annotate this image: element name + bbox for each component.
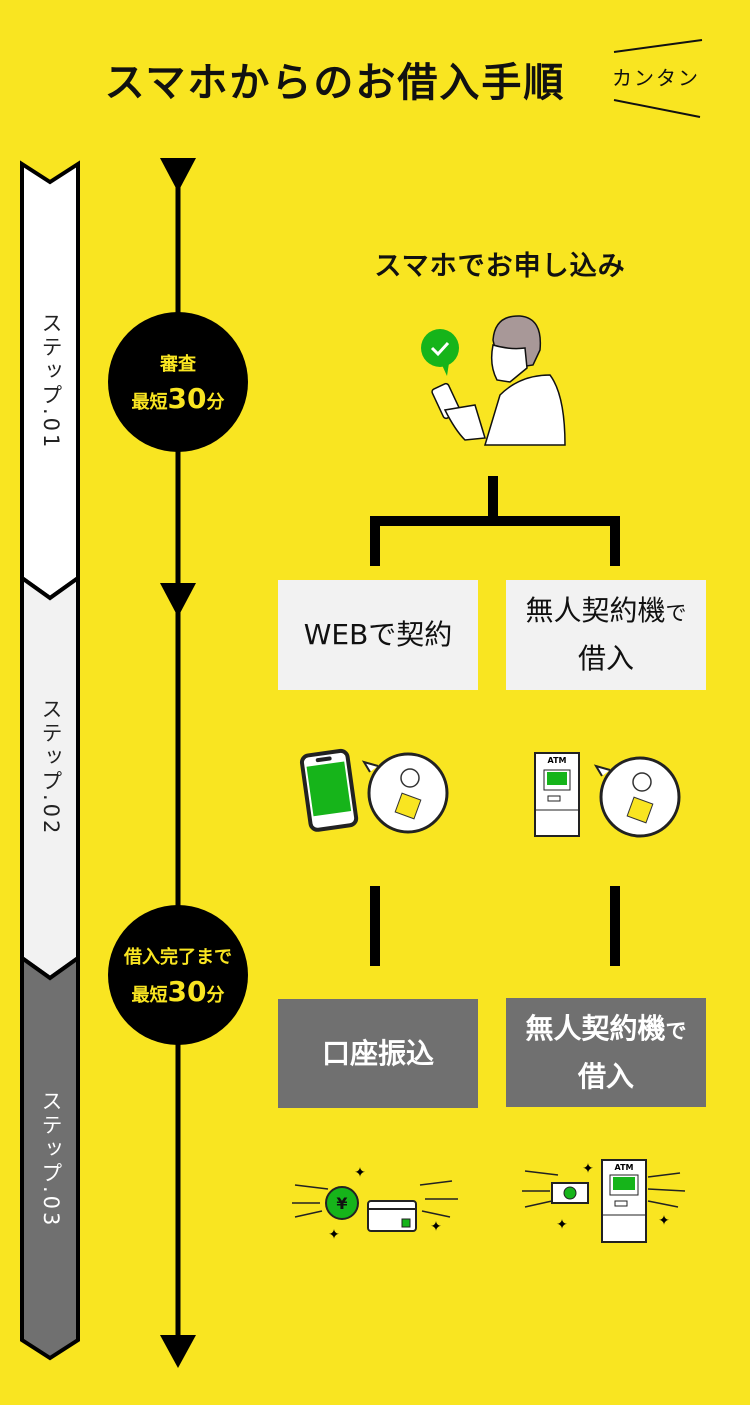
arrow-down-icon xyxy=(160,158,196,192)
branch-connector xyxy=(610,516,620,566)
sparkle-icon: ✦ xyxy=(430,1219,442,1235)
completion-time-badge: 借入完了まで 最短30分 xyxy=(108,905,248,1045)
smartphone-icon xyxy=(299,748,359,832)
atm-icon: ATM xyxy=(601,1159,647,1243)
arrow-down-icon xyxy=(160,583,196,617)
yen-symbol: ¥ xyxy=(336,1194,347,1213)
step-ribbon xyxy=(20,160,80,1361)
atm-label: ATM xyxy=(548,756,567,765)
step-1-label: ステップ.01 xyxy=(39,312,63,451)
machine-contract-box: 無人契約機で 借入 xyxy=(506,580,706,690)
machine-label: 無人契約機 xyxy=(525,594,666,627)
atm-cash-illustration: ATM ✦ ✦ ✦ xyxy=(522,1159,686,1243)
connector-bar xyxy=(610,886,620,966)
bank-transfer-box: 口座振込 xyxy=(278,999,478,1108)
badge-prefix: 最短 xyxy=(131,391,168,413)
sparkle-icon: ✦ xyxy=(354,1165,366,1181)
web-contract-label: WEBで契約 xyxy=(303,618,453,651)
web-contract-box: WEBで契約 xyxy=(278,580,478,690)
badge-number: 30 xyxy=(167,974,207,1008)
review-time-badge: 審査 最短30分 xyxy=(108,312,248,452)
atm-icon: ATM xyxy=(534,752,580,837)
badge-number: 30 xyxy=(167,381,207,415)
page-title: スマホからのお借入手順 xyxy=(104,60,566,106)
yen-coin-icon xyxy=(325,1186,359,1220)
step-2-label: ステップ.02 xyxy=(39,698,63,837)
badge-unit: 分 xyxy=(206,984,225,1006)
branch-connector xyxy=(370,516,620,526)
arrow-down-icon xyxy=(160,1335,196,1368)
machine-label-line2: 借入 xyxy=(577,642,634,675)
step-3-label: ステップ.03 xyxy=(39,1090,63,1229)
machine-borrow-particle: で xyxy=(665,1018,687,1043)
atm-and-operator-illustration: ATM xyxy=(534,752,681,838)
person-with-phone-illustration xyxy=(421,315,566,446)
check-bubble-icon xyxy=(421,329,459,367)
phone-and-operator-illustration xyxy=(299,748,449,834)
branch-connector xyxy=(488,476,498,522)
bank-transfer-illustration: ¥ ✦ ✦ ✦ xyxy=(292,1165,458,1243)
bank-transfer-label: 口座振込 xyxy=(321,1036,434,1070)
atm-label: ATM xyxy=(615,1163,634,1172)
sparkle-icon: ✦ xyxy=(328,1227,340,1243)
machine-borrow-line2: 借入 xyxy=(577,1059,634,1093)
machine-borrow-label: 無人契約機 xyxy=(525,1011,666,1045)
badge-prefix: 最短 xyxy=(131,984,168,1006)
connector-bar xyxy=(370,886,380,966)
operator-bubble-icon xyxy=(367,752,449,834)
operator-bubble-icon xyxy=(599,756,681,838)
apply-heading: スマホでお申し込み xyxy=(374,251,626,282)
branch-connector xyxy=(370,516,380,566)
badge-heading: 借入完了まで xyxy=(124,946,232,968)
emphasis-lines-icon xyxy=(613,39,703,118)
badge-unit: 分 xyxy=(206,391,225,413)
machine-borrow-box: 無人契約機で 借入 xyxy=(506,998,706,1107)
easy-tag: カンタン xyxy=(612,66,700,90)
machine-label-particle: で xyxy=(665,601,687,625)
sparkle-icon: ✦ xyxy=(658,1213,670,1229)
sparkle-icon: ✦ xyxy=(556,1217,568,1233)
sparkle-icon: ✦ xyxy=(582,1161,594,1177)
badge-heading: 審査 xyxy=(160,353,196,375)
